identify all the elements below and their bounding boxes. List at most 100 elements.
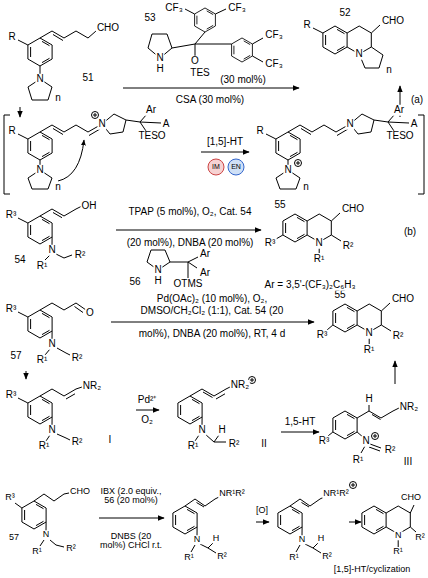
annotation-text: TES <box>189 68 210 79</box>
atom-label: R² <box>384 445 397 456</box>
atom-label: H <box>212 534 221 543</box>
reaction-arrow <box>201 152 249 153</box>
compound-structure: RNnNTESOArA <box>250 118 425 190</box>
reaction-arrow <box>281 432 319 433</box>
atom-label: N <box>97 119 106 130</box>
atom-label: R <box>7 32 16 43</box>
annotation-text: Ar <box>199 249 211 260</box>
atom-label: R¹ <box>363 345 376 356</box>
atom-label: N <box>298 535 307 544</box>
atom-label: Ar <box>145 105 157 116</box>
compound-structure: CHONR¹R² <box>362 480 426 565</box>
annotation-text: O₂ <box>140 415 154 426</box>
atom-label: R¹ <box>38 441 51 452</box>
compound-structure: R³NR₂NR¹R²I <box>0 380 135 460</box>
atom-label: II <box>260 439 268 450</box>
reaction-arrow <box>349 522 361 523</box>
atom-label: R¹ <box>31 547 43 556</box>
arrow-label: [1,5]-HT/cyclization <box>333 565 412 574</box>
atom-label: CHO <box>341 204 365 215</box>
annotation-text: Ar <box>199 268 211 279</box>
atom-label: N <box>193 535 202 544</box>
annotation-text: DNBS (20 mol%) CHCl r.t. <box>97 532 165 551</box>
atom-label: CHO <box>69 487 91 496</box>
atom-label: R¹ <box>36 355 49 366</box>
atom-label: 54 <box>13 255 26 266</box>
atom-label: 57 <box>8 533 20 542</box>
annotation-text: H <box>153 276 162 287</box>
atom-label: 57 <box>9 351 22 362</box>
atom-label: N <box>355 49 364 60</box>
annotation-text: CF₃ <box>227 3 246 14</box>
reaction-arrow <box>256 522 269 523</box>
compound-structure: R³CHONR¹R²55 <box>315 288 426 360</box>
arrow-label: [1,5]-HT <box>206 137 244 148</box>
atom-label: N <box>35 74 44 85</box>
atom-label: R³ <box>5 390 18 401</box>
compound-structure: NR¹R²NHR¹R² <box>165 480 255 575</box>
compound-structure: NR₂NHR¹R²II <box>160 380 280 460</box>
reaction-arrow <box>26 371 27 379</box>
atom-label: R¹ <box>36 261 49 272</box>
atom-label: R² <box>414 533 426 542</box>
reaction-arrow <box>111 322 314 323</box>
reaction-arrow <box>136 410 159 411</box>
atom-label: R² <box>71 437 84 448</box>
atom-label: R³ <box>264 238 277 249</box>
atom-label: N <box>47 425 56 436</box>
annotation-text: 53 <box>143 13 156 24</box>
atom-label: R³ <box>5 210 18 221</box>
annotation-text: Pd(OAc)₂ (10 mol%), O₂, <box>156 294 269 305</box>
atom-label: OH <box>81 201 98 212</box>
compound-structure: RCHONn52 <box>300 5 425 85</box>
annotation-text: DMSO/CH₂Cl₂ (1:1), Cat. 54 (20 <box>140 306 285 317</box>
annotation-text: IBX (2.0 equiv., 56 (20 mol%) <box>97 487 165 506</box>
atom-label: R <box>255 126 264 137</box>
atom-label: TESO <box>137 131 166 142</box>
atom-label: n <box>385 65 393 76</box>
annotation-text: O <box>190 56 200 67</box>
atom-label: R² <box>74 250 87 261</box>
atom-label: n <box>302 182 310 193</box>
atom-label: n <box>54 93 62 104</box>
atom-label: N <box>42 530 51 539</box>
compound-structure: RNnNTESOArA <box>5 118 200 190</box>
annotation-text: mol%), DNBA (20 mol%), RT, 4 d <box>138 329 287 340</box>
annotation-text: (b) <box>403 227 417 238</box>
atom-label: O <box>85 308 95 319</box>
atom-label: R¹ <box>288 553 300 562</box>
atom-label: R² <box>321 552 333 561</box>
annotation-text: (a) <box>410 95 424 106</box>
atom-label: R² <box>342 241 355 252</box>
atom-label: H <box>364 394 373 405</box>
atom-label: NR₂ <box>82 381 102 392</box>
arrow-label: [O] <box>255 506 269 515</box>
atom-label: 55 <box>273 200 286 211</box>
reaction-arrow <box>395 361 396 384</box>
compound-structure: R³CHONR¹R²57 <box>0 480 98 575</box>
atom-label: R² <box>228 439 241 450</box>
reaction-arrow <box>20 107 21 117</box>
reaction-arrow <box>99 518 164 519</box>
atom-label: N <box>394 531 403 540</box>
reaction-arrow <box>123 88 299 89</box>
atom-label: R² <box>392 331 405 342</box>
atom-label: 51 <box>81 73 94 84</box>
annotation-text: CF₃ <box>264 30 283 41</box>
atom-label: R <box>302 20 311 31</box>
annotation-text: CF₃ <box>164 3 183 14</box>
atom-label: R² <box>216 552 228 561</box>
annotation-text: N <box>155 53 164 64</box>
annotation-text: Ar = 3,5'-(CF₃)₂C₆H₃ <box>263 280 356 291</box>
atom-label: NR₂ <box>230 380 250 391</box>
atom-label: R³ <box>318 436 331 447</box>
atom-label: Ar <box>393 105 405 116</box>
compound-structure: NR¹R²NHR¹R² <box>270 480 348 575</box>
annotation-text: (20 mol%), DNBA (20 mol%) <box>126 238 255 249</box>
atom-label: N <box>35 165 44 176</box>
atom-label: H <box>217 425 226 436</box>
atom-label: R¹ <box>313 254 326 265</box>
annotation-text: 56 <box>128 277 141 288</box>
